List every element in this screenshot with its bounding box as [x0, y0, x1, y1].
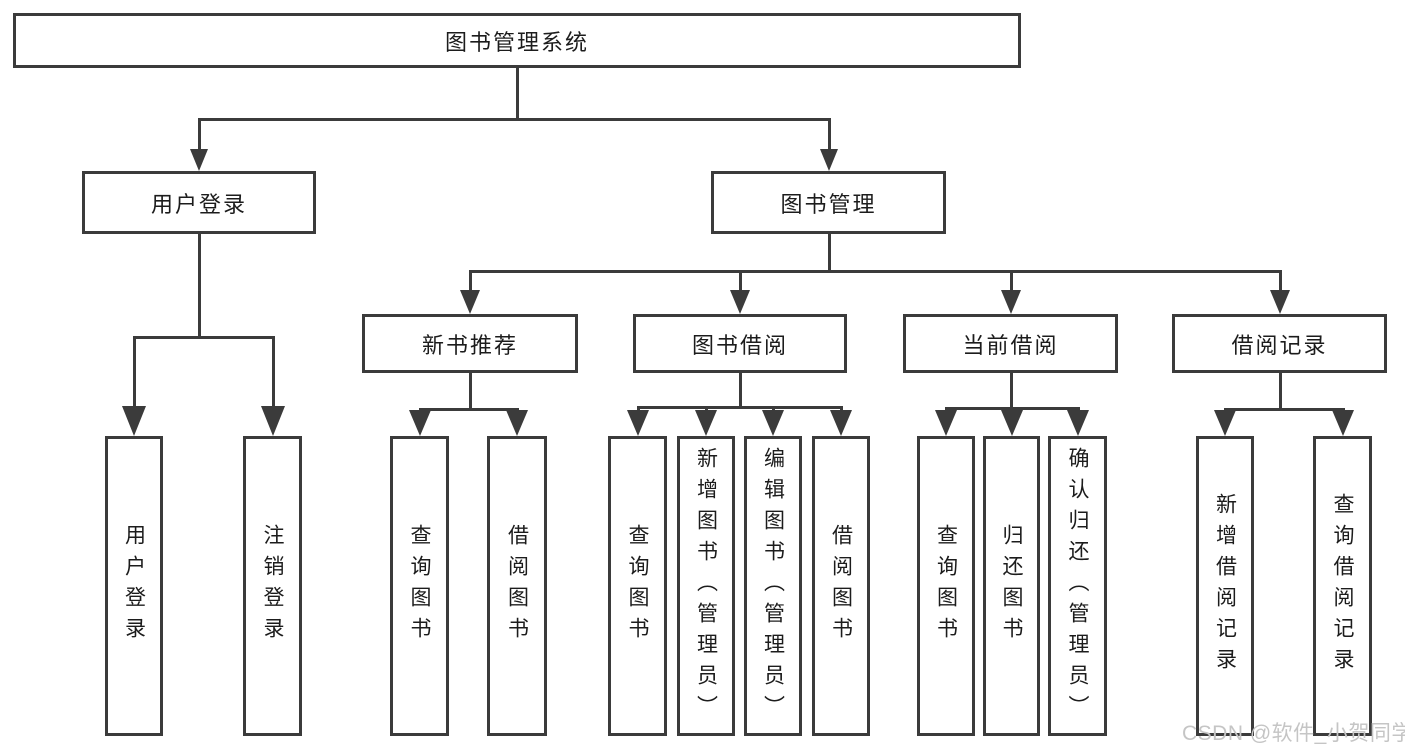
arrow-down-icon	[695, 410, 717, 436]
connector-stem	[827, 234, 831, 273]
connector-stem	[515, 68, 519, 121]
arrow-down-icon	[460, 290, 480, 314]
leaf-label: 编辑图书（管理员）	[761, 446, 785, 726]
leaf-label: 用户登录	[122, 524, 146, 648]
node-book-borrow: 图书借阅	[633, 314, 847, 373]
leaf-label: 注销登录	[261, 524, 285, 648]
connector-bar	[132, 336, 275, 339]
connector-drop	[827, 118, 831, 152]
leaf-nb-query-books: 查询图书	[390, 436, 449, 736]
leaf-label: 查询图书	[626, 524, 650, 648]
leaf-label: 查询图书	[934, 524, 958, 648]
leaf-cb-return-books: 归还图书	[983, 436, 1040, 736]
leaf-bb-add-books-admin: 新增图书（管理员）	[677, 436, 735, 736]
arrow-down-icon	[1214, 410, 1236, 436]
leaf-label: 确认归还（管理员）	[1066, 446, 1090, 726]
node-user-login: 用户登录	[82, 171, 316, 234]
connector-drop	[132, 336, 136, 409]
connector-drop	[1009, 270, 1013, 293]
leaf-label: 新增借阅记录	[1213, 493, 1237, 679]
leaf-logout: 注销登录	[243, 436, 302, 736]
arrow-down-icon	[1332, 410, 1354, 436]
arrow-down-icon	[1270, 290, 1290, 314]
arrow-down-icon	[935, 410, 957, 436]
node-root: 图书管理系统	[13, 13, 1021, 68]
connector-drop	[839, 406, 843, 413]
leaf-label: 借阅图书	[505, 524, 529, 648]
connector-drop	[197, 118, 201, 152]
connector-bar	[197, 118, 831, 121]
connector-stem	[738, 373, 742, 409]
arrow-down-icon	[762, 410, 784, 436]
leaf-label: 新增图书（管理员）	[694, 446, 718, 726]
arrow-down-icon	[1001, 290, 1021, 314]
connector-stem	[1009, 373, 1013, 410]
leaf-label: 归还图书	[1000, 524, 1024, 648]
leaf-cb-confirm-return-admin: 确认归还（管理员）	[1048, 436, 1107, 736]
connector-drop	[636, 406, 640, 413]
arrow-down-icon	[409, 410, 431, 436]
leaf-label: 查询借阅记录	[1331, 493, 1355, 679]
leaf-user-login: 用户登录	[105, 436, 163, 736]
connector-bar	[468, 270, 1282, 273]
arrow-down-icon	[820, 149, 838, 171]
node-borrow-records: 借阅记录	[1172, 314, 1387, 373]
leaf-nb-borrow-books: 借阅图书	[487, 436, 547, 736]
node-book-management: 图书管理	[711, 171, 946, 234]
connector-drop	[771, 406, 775, 413]
connector-drop	[738, 270, 742, 293]
arrow-down-icon	[122, 406, 146, 436]
leaf-br-query-record: 查询借阅记录	[1313, 436, 1372, 736]
connector-drop	[271, 336, 275, 409]
leaf-bb-borrow-books: 借阅图书	[812, 436, 870, 736]
connector-bar	[418, 408, 519, 411]
connector-bar	[636, 406, 843, 409]
arrow-down-icon	[730, 290, 750, 314]
leaf-label: 借阅图书	[829, 524, 853, 648]
connector-stem	[1278, 373, 1282, 411]
connector-drop	[468, 270, 472, 293]
leaf-bb-query-books: 查询图书	[608, 436, 667, 736]
arrow-down-icon	[261, 406, 285, 436]
connector-drop	[1278, 270, 1282, 293]
arrow-down-icon	[627, 410, 649, 436]
connector-bar	[1223, 408, 1345, 411]
connector-stem	[197, 234, 201, 339]
leaf-cb-query-books: 查询图书	[917, 436, 975, 736]
arrow-down-icon	[190, 149, 208, 171]
node-new-book-recommend: 新书推荐	[362, 314, 578, 373]
node-current-borrow: 当前借阅	[903, 314, 1118, 373]
arrow-down-icon	[1067, 410, 1089, 436]
arrow-down-icon	[506, 410, 528, 436]
connector-drop	[704, 406, 708, 413]
arrow-down-icon	[1001, 410, 1023, 436]
arrow-down-icon	[830, 410, 852, 436]
leaf-label: 查询图书	[408, 524, 432, 648]
leaf-bb-edit-books-admin: 编辑图书（管理员）	[744, 436, 802, 736]
leaf-br-add-record: 新增借阅记录	[1196, 436, 1254, 736]
csdn-watermark: CSDN @软件_小贺同学	[1182, 722, 1405, 745]
connector-stem	[468, 373, 472, 411]
